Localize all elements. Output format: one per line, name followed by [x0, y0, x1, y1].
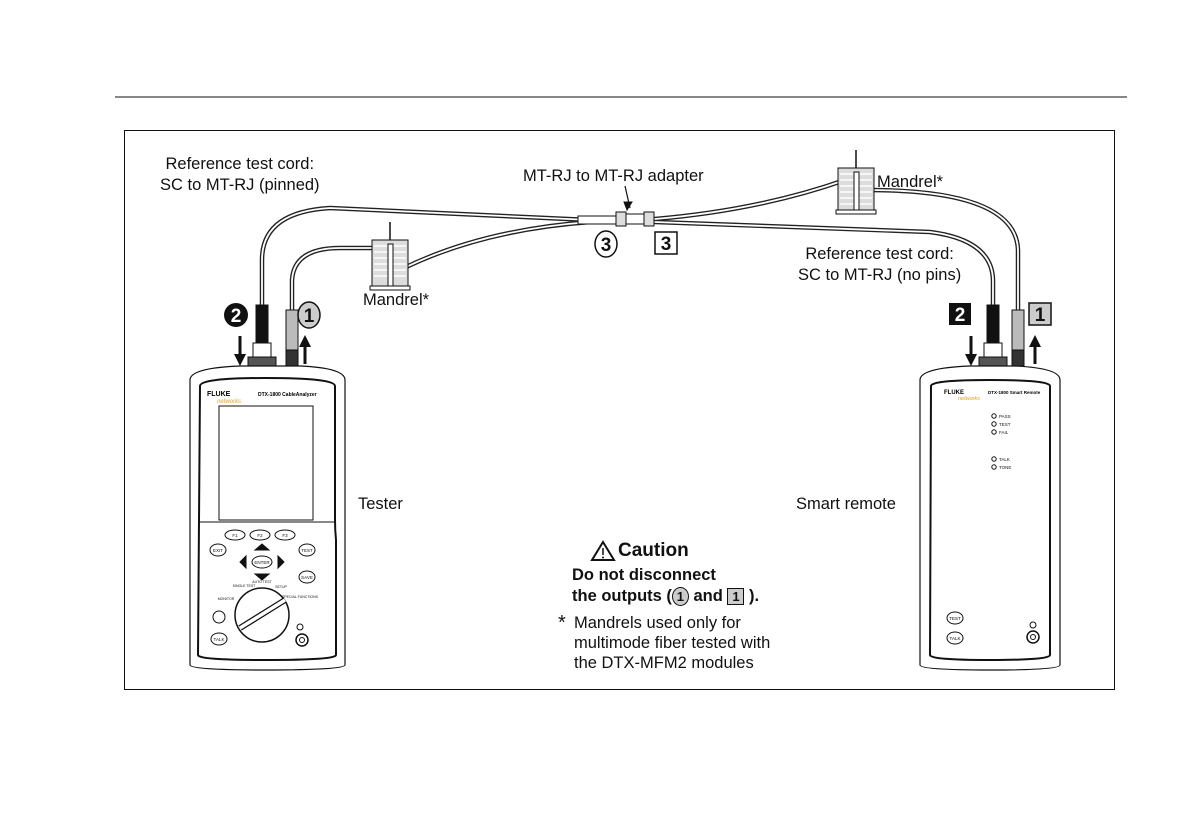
save-button[interactable]: [298, 570, 316, 584]
marker-2-square-black: [949, 303, 971, 325]
exit-label: EXIT: [213, 548, 223, 553]
tester-screen: [218, 405, 314, 521]
led-pass-label: PASS: [999, 414, 1011, 419]
remote-talk-label: TALK: [950, 636, 961, 641]
remote-talk-button[interactable]: [946, 631, 964, 645]
rotary-dial[interactable]: [234, 587, 290, 643]
dial-single-label: SINGLE TEST: [233, 584, 257, 588]
tester-connectors: [247, 304, 299, 368]
ref-cord-nopins-line1: Reference test cord:: [805, 245, 954, 263]
dial-setup-label: SETUP: [275, 585, 287, 589]
fluke-logo: FLUKE: [944, 390, 964, 396]
mandrel-left-label: Mandrel*: [363, 291, 430, 309]
test-button[interactable]: [298, 543, 316, 557]
led-test-icon: [991, 421, 997, 427]
tester-label: Tester: [358, 495, 403, 513]
marker-tester-output: 1: [304, 306, 315, 327]
f2-label: F2: [257, 533, 263, 538]
enter-label: ENTER: [254, 560, 270, 565]
exit-button[interactable]: [209, 543, 227, 557]
tester-device: FLUKE networks DTX-1800 CableAnalyzer: [189, 365, 346, 671]
test-label: TEST: [301, 548, 313, 553]
note-line2: multimode fiber tested with: [574, 634, 771, 652]
model-label: DTX-1800 Smart Remote: [988, 390, 1041, 395]
fluke-logo: FLUKE: [207, 391, 231, 398]
remote-connectors: [978, 304, 1025, 368]
networks-logo: networks: [217, 399, 241, 405]
note-asterisk: *: [558, 612, 566, 634]
led-tone-label: TONE: [999, 465, 1011, 470]
marker-tester-input: 2: [231, 306, 242, 327]
caution-badge-circle: 1: [671, 587, 689, 607]
marker-3-circle: [594, 230, 618, 258]
f3-button[interactable]: [274, 529, 296, 541]
marker-2-circle-black: [224, 303, 248, 327]
note-line1: Mandrels used only for: [574, 614, 741, 632]
mandrel-note: * Mandrels used only for multimode fiber…: [558, 613, 770, 673]
led-fail-label: FAIL: [999, 430, 1009, 435]
smart-remote-device: FLUKE networks DTX-1800 Smart Remote PAS…: [919, 365, 1061, 671]
enter-button[interactable]: [251, 555, 273, 569]
marker-remote-output: 1: [1035, 305, 1046, 326]
f3-label: F3: [282, 533, 288, 538]
mandrel-right-label: Mandrel*: [877, 173, 944, 191]
networks-logo: networks: [958, 396, 980, 402]
power-button[interactable]: [295, 633, 309, 647]
warning-triangle-icon: [590, 540, 616, 561]
ref-cord-nopins-label: Reference test cord: SC to MT-RJ (no pin…: [798, 244, 961, 286]
caution-badge-square: 1: [727, 588, 745, 606]
caution-body: Do not disconnect the outputs (1 and 1 )…: [572, 565, 759, 607]
talk-button[interactable]: [210, 632, 228, 646]
ref-cord-pinned-label: Reference test cord: SC to MT-RJ (pinned…: [160, 154, 320, 196]
dial-auto-label: AUTO TEST: [252, 580, 272, 584]
f2-button[interactable]: [249, 529, 271, 541]
note-line3: the DTX-MFM2 modules: [574, 654, 754, 672]
marker-1-square-gray: [1028, 302, 1052, 326]
caution-line2-mid: and: [693, 587, 723, 605]
ref-cord-nopins-line2: SC to MT-RJ (no pins): [798, 266, 962, 284]
marker-3-square: [654, 231, 678, 255]
marker-adapter-left: 3: [601, 235, 612, 256]
marker-1-circle-gray: [297, 301, 321, 329]
f1-label: F1: [232, 533, 238, 538]
mandrel-right-icon: [835, 150, 877, 215]
smart-remote-label: Smart remote: [796, 495, 896, 513]
figure-frame: [124, 130, 1115, 690]
cable-pinned-b2: [397, 219, 593, 273]
mandrel-left-icon: [369, 222, 411, 291]
adapter-label: MT-RJ to MT-RJ adapter: [523, 167, 704, 185]
led-tone-icon: [991, 464, 997, 470]
mtrj-adapter: [577, 185, 655, 227]
backlight-button[interactable]: [212, 610, 226, 624]
f1-button[interactable]: [224, 529, 246, 541]
led-test-label: TEST: [999, 422, 1011, 427]
led-talk-label: TALK: [999, 457, 1010, 462]
remote-test-label: TEST: [949, 616, 961, 621]
caution-line2: the outputs (1 and 1 ).: [572, 586, 759, 607]
marker-remote-input: 2: [955, 305, 966, 326]
caution-line2-post: ).: [749, 587, 760, 605]
direction-arrows: [234, 335, 1041, 366]
model-label: DTX-1800 CableAnalyzer: [258, 392, 317, 398]
dial-special-label: SPECIAL FUNCTIONS: [282, 595, 319, 599]
marker-adapter-right: 3: [661, 234, 672, 255]
remote-power-button[interactable]: [1026, 630, 1040, 644]
remote-test-button[interactable]: [946, 611, 964, 625]
caution-line2-pre: the outputs (: [572, 587, 672, 605]
ref-cord-pinned-line2: SC to MT-RJ (pinned): [160, 176, 320, 194]
led-talk-icon: [991, 456, 997, 462]
led-fail-icon: [991, 429, 997, 435]
ref-cord-pinned-line1: Reference test cord:: [165, 155, 315, 173]
save-label: SAVE: [301, 575, 313, 580]
talk-label: TALK: [214, 637, 225, 642]
caution-title: Caution: [618, 540, 689, 561]
led-pass-icon: [991, 413, 997, 419]
dial-monitor-label: MONITOR: [218, 597, 235, 601]
caution-line1: Do not disconnect: [572, 566, 716, 584]
fiber-cables: [259, 177, 1021, 315]
